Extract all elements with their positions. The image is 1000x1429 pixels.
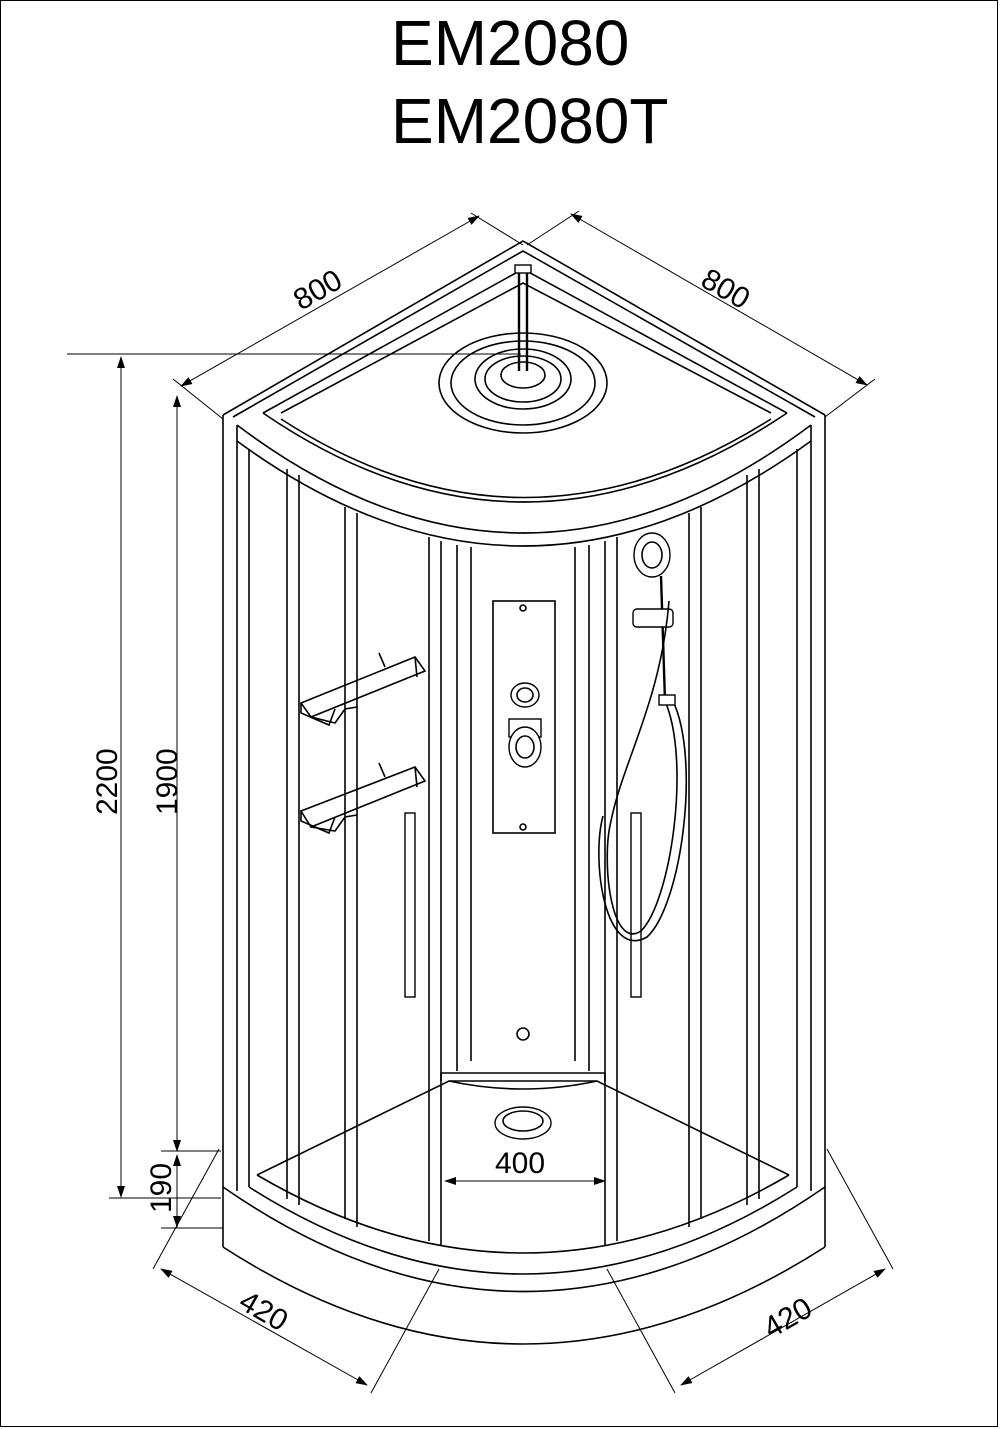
width-right-label: 800 <box>696 262 756 316</box>
corner-shelves <box>299 652 427 835</box>
tray-drain-label: 400 <box>495 1147 545 1180</box>
door-handles <box>404 812 642 998</box>
base-left-label: 420 <box>234 1284 294 1338</box>
tray-height-label: 190 <box>145 1163 178 1213</box>
height-dimension <box>67 353 521 1229</box>
top-dimension-left <box>172 212 524 420</box>
top-dimension-right <box>526 210 876 418</box>
hand-shower <box>598 532 688 942</box>
shower-tray <box>222 1072 826 1345</box>
base-dimension-right <box>606 1148 894 1394</box>
total-height-label: 2200 <box>91 748 124 815</box>
cabin-roof <box>222 240 826 547</box>
model-title-variant: EM2080T <box>391 85 669 157</box>
base-right-label: 420 <box>758 1291 818 1345</box>
base-dimension-left <box>152 1148 440 1394</box>
cabin-frame-posts <box>222 425 826 1247</box>
width-left-label: 800 <box>288 263 348 317</box>
model-title: EM2080 <box>391 7 630 79</box>
control-panel <box>492 600 556 1041</box>
glass-height-label: 1900 <box>151 748 184 815</box>
